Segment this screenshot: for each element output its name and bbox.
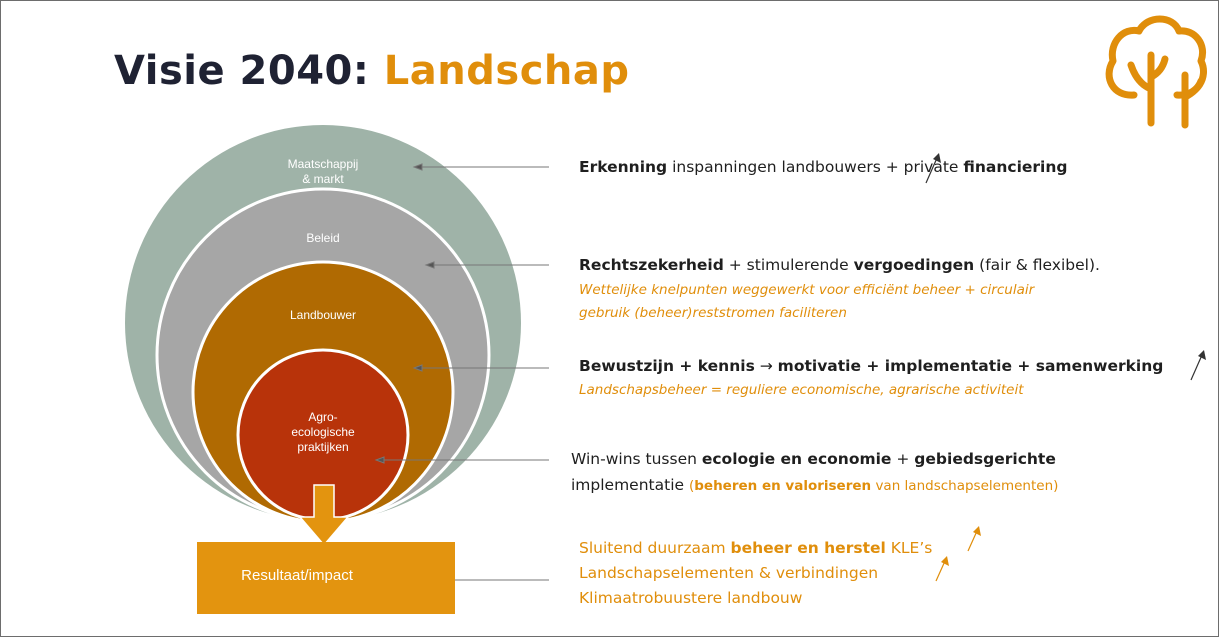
result-line-3: Klimaatrobuustere landbouw: [579, 589, 803, 607]
row-recognition: Erkenning inspanningen landbouwers + pri…: [579, 158, 1068, 176]
circle-label-farmer: Landbouwer: [289, 308, 357, 322]
trend-up-arrow-icon: [1190, 350, 1206, 381]
trend-up-arrow-icon: [935, 556, 949, 582]
result-box: [197, 542, 455, 614]
circle-label-agroecology: Agro- ecologische praktijken: [291, 410, 355, 454]
row-legal-note-2: gebruik (beheer)reststromen faciliteren: [579, 305, 847, 321]
result-label: Resultaat/impact: [241, 567, 353, 584]
circle-label-society-market: Maatschappij & markt: [287, 157, 359, 186]
page-title: Visie 2040: Landschap: [114, 48, 630, 94]
title-accent: Landschap: [383, 48, 630, 94]
row-legal-certainty: Rechtszekerheid + stimulerende vergoedin…: [579, 256, 1100, 274]
trend-up-arrow-icon: [967, 526, 981, 552]
circle-label-policy: Beleid: [306, 231, 340, 245]
tree-icon: [1105, 15, 1207, 129]
row-implementation: implementatie (beheren en valoriseren va…: [571, 476, 1059, 494]
row-win-wins: Win-wins tussen ecologie en economie + g…: [571, 450, 1056, 468]
row-legal-note-1: Wettelijke knelpunten weggewerkt voor ef…: [579, 282, 1035, 298]
right-arrow-icon: →: [759, 357, 773, 375]
connector-lines: [374, 163, 549, 584]
trend-up-arrow-icon: [925, 153, 941, 184]
result-line-2: Landschapselementen & verbindingen: [579, 564, 879, 582]
title-main: Visie 2040:: [114, 48, 384, 94]
row-awareness: Bewustzijn + kennis → motivatie + implem…: [579, 357, 1164, 375]
row-awareness-note: Landschapsbeheer = reguliere economische…: [579, 382, 1024, 398]
down-arrow-icon: [298, 484, 350, 547]
result-line-1: Sluitend duurzaam beheer en herstel KLE’…: [579, 539, 933, 557]
